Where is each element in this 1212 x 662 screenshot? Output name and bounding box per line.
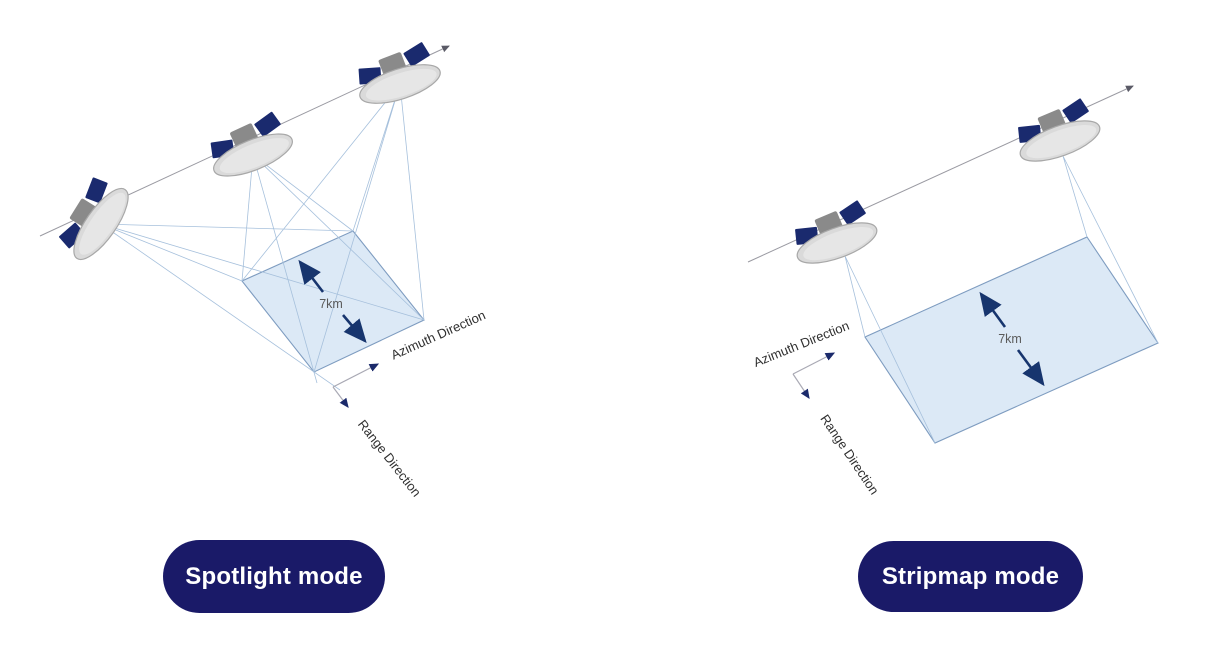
range-direction-label: Range Direction <box>817 412 882 498</box>
satellite-icon <box>349 38 446 112</box>
swath-width-arrow-up <box>979 291 1007 328</box>
swath-width-arrow-down <box>342 314 367 343</box>
stripmap-mode-button[interactable]: Stripmap mode <box>858 541 1083 612</box>
range-axis <box>792 373 810 399</box>
satellite-icon <box>200 107 299 186</box>
swath-width-arrow-down <box>1016 349 1045 387</box>
azimuth-axis <box>332 363 380 388</box>
radar-beams <box>844 155 1159 444</box>
satellite-icon <box>1008 94 1106 171</box>
range-direction-label: Range Direction <box>355 417 424 500</box>
range-axis <box>332 386 349 408</box>
satellite-icon <box>48 169 138 268</box>
azimuth-axis <box>792 352 836 375</box>
swath-width-label: 7km <box>319 297 343 311</box>
swath-width-label: 7km <box>998 332 1022 346</box>
swath-width-arrow-up <box>298 259 325 293</box>
radar-beams <box>100 83 425 391</box>
spotlight-diagram: 7km Azimuth Direction Range Direction <box>39 38 488 500</box>
spotlight-mode-button[interactable]: Spotlight mode <box>163 540 385 613</box>
stripmap-diagram: 7km Azimuth Direction Range Direction <box>747 85 1159 498</box>
azimuth-direction-label: Azimuth Direction <box>751 318 851 370</box>
satellite-icon <box>785 196 883 273</box>
